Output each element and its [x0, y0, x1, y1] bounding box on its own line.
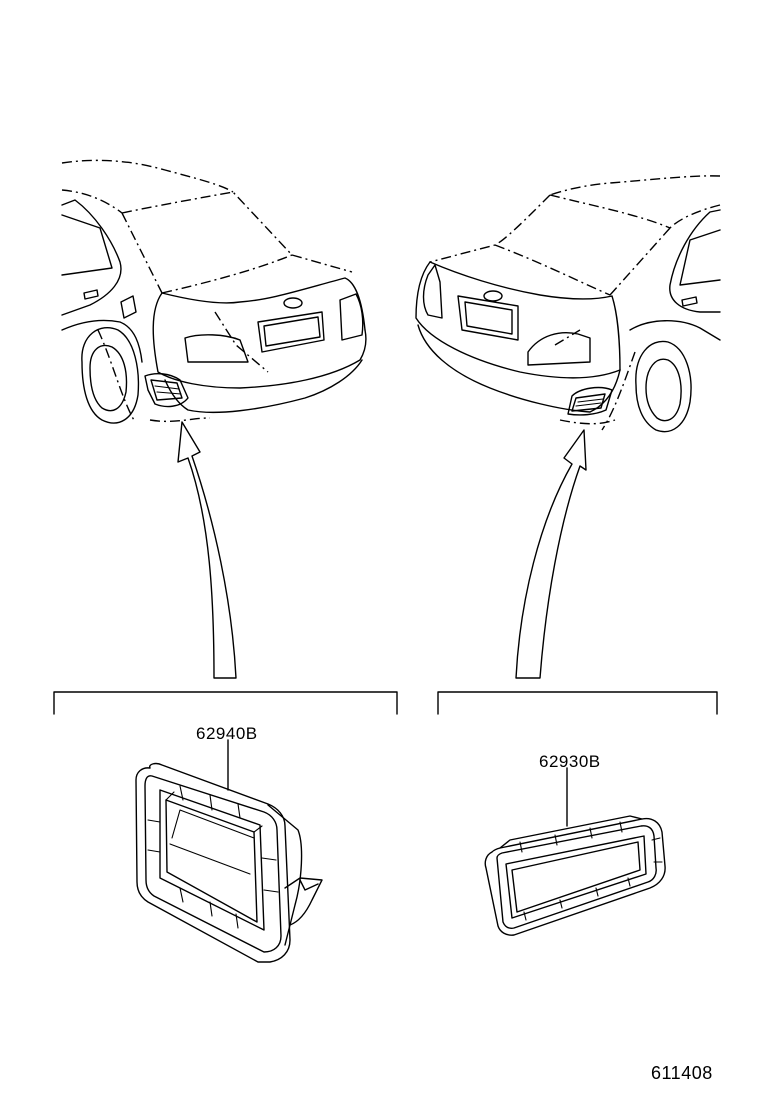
part-number-left-label: 62940B	[196, 724, 258, 743]
pointer-arrow-icon	[177, 421, 237, 679]
bracket-left	[53, 691, 398, 715]
car-left-rear-view-icon	[61, 159, 367, 424]
figure-number-label: 611408	[651, 1063, 713, 1083]
bracket-right	[437, 691, 718, 715]
pointer-arrow-icon-right	[515, 429, 587, 679]
part-number-right-label: 62930B	[539, 752, 601, 771]
vent-duct-left-icon	[135, 762, 323, 963]
car-right-rear-view-icon	[415, 175, 721, 433]
vent-duct-right-icon	[484, 815, 666, 936]
